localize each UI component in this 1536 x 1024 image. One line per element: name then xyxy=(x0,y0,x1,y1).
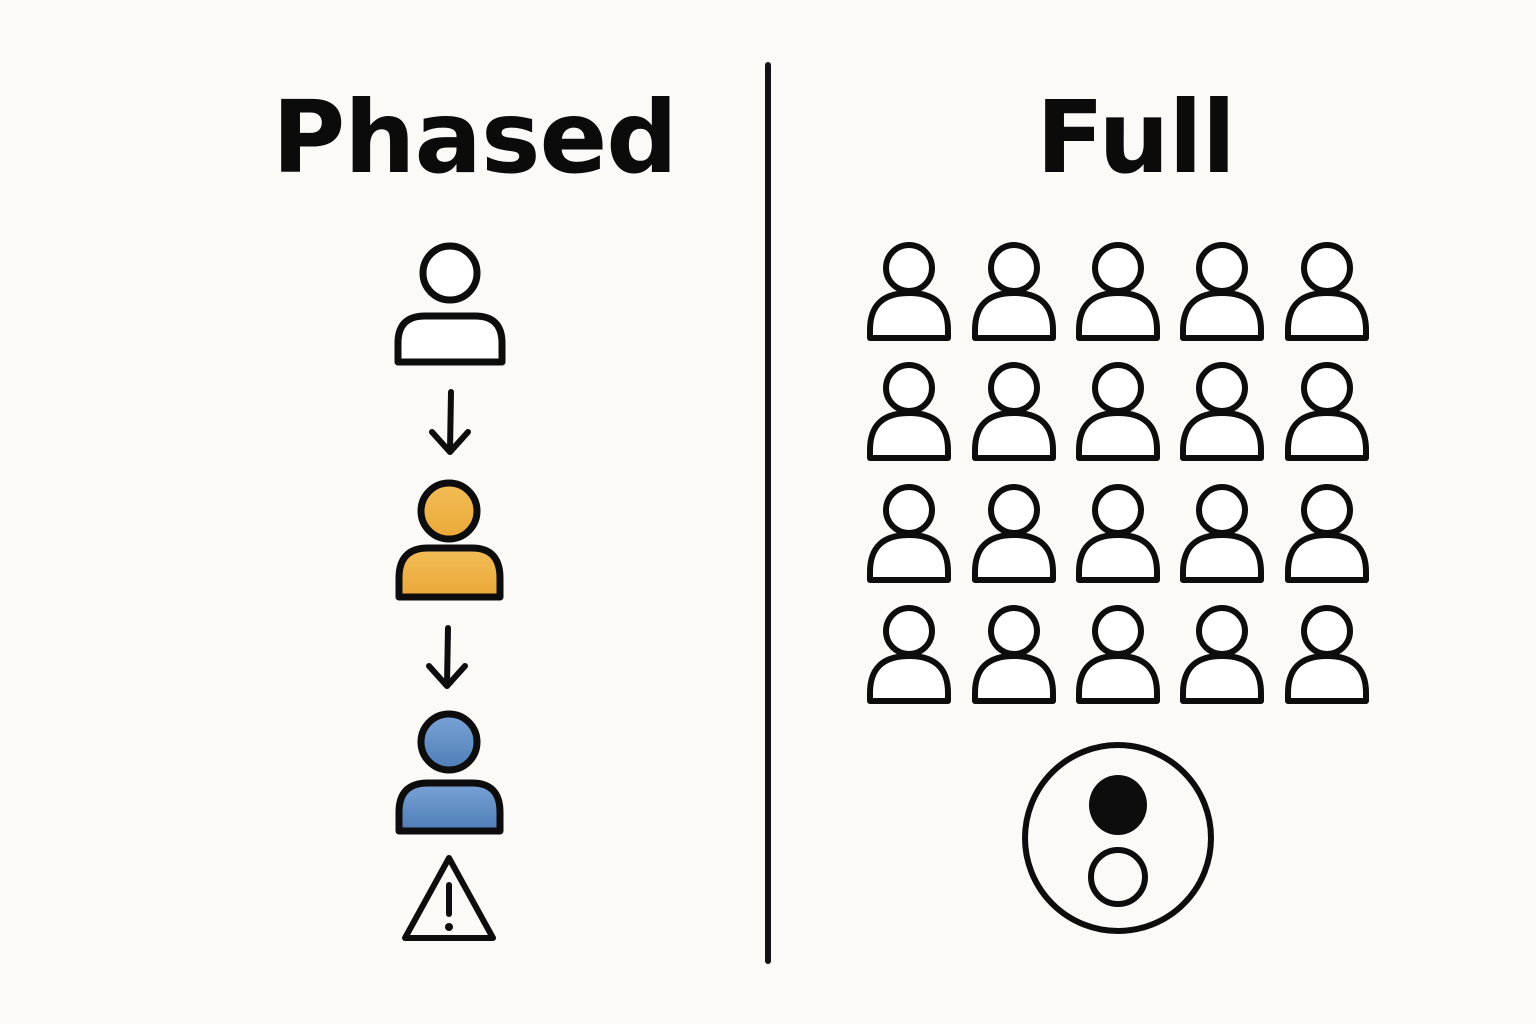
crowd-person-icon xyxy=(867,484,951,583)
person-head xyxy=(417,479,481,543)
person-head xyxy=(988,362,1040,414)
person-body xyxy=(1180,410,1264,461)
person-head xyxy=(1301,484,1353,536)
person-body xyxy=(1180,532,1264,583)
warning-icon xyxy=(402,855,496,941)
crowd-grid xyxy=(867,242,1369,704)
solid-dot xyxy=(1089,775,1147,835)
crowd-person-icon xyxy=(1180,242,1264,341)
crowd-person-icon xyxy=(1285,242,1369,341)
crowd-person-icon xyxy=(972,605,1056,704)
phased-title: Phased xyxy=(272,79,678,196)
arrow-down-icon xyxy=(426,625,468,689)
person-body xyxy=(1285,532,1369,583)
crowd-person-icon xyxy=(972,242,1056,341)
person-head xyxy=(1301,605,1353,657)
person-body xyxy=(972,290,1056,341)
person-body xyxy=(867,532,951,583)
person-head xyxy=(1196,362,1248,414)
person-body xyxy=(1180,653,1264,704)
person-head xyxy=(883,362,935,414)
person-head xyxy=(988,242,1040,294)
person-body xyxy=(972,410,1056,461)
crowd-person-icon xyxy=(1180,362,1264,461)
person-body xyxy=(395,544,504,601)
person-body xyxy=(1285,290,1369,341)
person-body xyxy=(867,290,951,341)
person-head xyxy=(419,242,481,304)
person-body xyxy=(1076,410,1160,461)
person-head xyxy=(1092,242,1144,294)
crowd-person-icon xyxy=(867,362,951,461)
full-title: Full xyxy=(1036,79,1236,196)
person-head xyxy=(1196,484,1248,536)
person-head xyxy=(1301,362,1353,414)
person-head xyxy=(417,710,481,774)
person-body xyxy=(867,653,951,704)
person-body xyxy=(1285,653,1369,704)
person-icon-step-3 xyxy=(395,710,504,835)
crowd-person-icon xyxy=(972,484,1056,583)
person-head xyxy=(883,605,935,657)
hollow-dot xyxy=(1088,847,1148,907)
crowd-person-icon xyxy=(1076,605,1160,704)
crowd-person-icon xyxy=(1285,605,1369,704)
person-head xyxy=(988,605,1040,657)
person-head xyxy=(988,484,1040,536)
center-divider xyxy=(765,62,771,964)
person-head xyxy=(1196,605,1248,657)
crowd-person-icon xyxy=(867,605,951,704)
person-body xyxy=(972,532,1056,583)
person-head xyxy=(1092,362,1144,414)
person-head xyxy=(1092,484,1144,536)
crowd-person-icon xyxy=(1285,484,1369,583)
person-head xyxy=(1092,605,1144,657)
person-body xyxy=(1285,410,1369,461)
person-body xyxy=(1076,290,1160,341)
person-body xyxy=(395,779,504,835)
crowd-person-icon xyxy=(1076,242,1160,341)
crowd-person-icon xyxy=(1076,484,1160,583)
crowd-person-icon xyxy=(1180,484,1264,583)
person-body xyxy=(1076,532,1160,583)
person-body xyxy=(394,312,506,366)
person-head xyxy=(1301,242,1353,294)
person-head xyxy=(883,484,935,536)
person-body xyxy=(867,410,951,461)
crowd-person-icon xyxy=(1076,362,1160,461)
person-head xyxy=(883,242,935,294)
crowd-person-icon xyxy=(867,242,951,341)
phased-sequence xyxy=(394,242,506,941)
arrow-down-icon xyxy=(429,389,471,455)
person-icon-step-2 xyxy=(395,479,504,601)
person-body xyxy=(1180,290,1264,341)
circle-with-figure-icon xyxy=(1022,742,1214,934)
crowd-person-icon xyxy=(1285,362,1369,461)
crowd-person-icon xyxy=(1180,605,1264,704)
person-body xyxy=(972,653,1056,704)
person-icon-step-1 xyxy=(394,242,506,366)
crowd-person-icon xyxy=(972,362,1056,461)
person-head xyxy=(1196,242,1248,294)
person-body xyxy=(1076,653,1160,704)
